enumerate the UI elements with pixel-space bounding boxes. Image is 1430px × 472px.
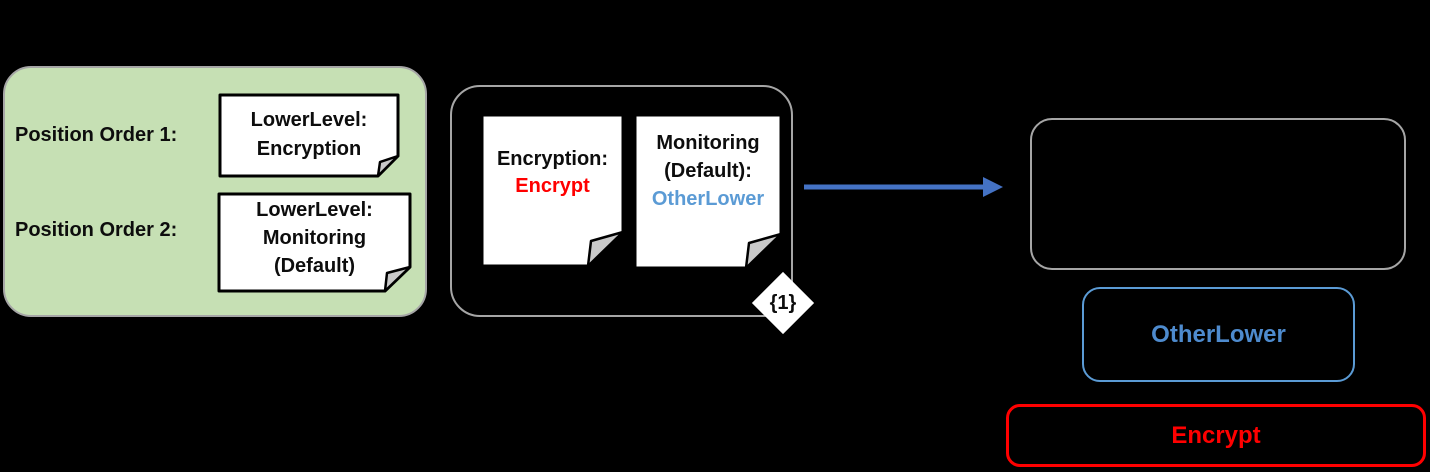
- result-placeholder-box: [1030, 118, 1406, 270]
- note-lowerlevel-monitoring: LowerLevel: Monitoring (Default): [217, 192, 412, 293]
- note-line: LowerLevel:: [250, 109, 368, 131]
- otherlower-result-label: OtherLower: [1151, 320, 1286, 348]
- folded-note-shape: [218, 93, 400, 178]
- position-order-2-label: Position Order 2:: [15, 219, 178, 241]
- note-title: Encryption:: [496, 148, 609, 170]
- note-title: Monitoring: [656, 132, 760, 154]
- otherlower-result-box: OtherLower: [1082, 287, 1355, 382]
- position-order-1-label: Position Order 1:: [15, 124, 178, 146]
- note-encryption-encrypt: Encryption: Encrypt: [480, 113, 625, 268]
- cardinality-badge-label: {1}: [769, 292, 797, 314]
- note-value-otherlower: OtherLower: [651, 188, 765, 210]
- note-line: (Default): [273, 255, 356, 277]
- encrypt-result-box: Encrypt: [1006, 404, 1426, 467]
- note-value-encrypt: Encrypt: [515, 175, 590, 197]
- folded-note-shape: [633, 113, 783, 270]
- note-line: Monitoring: [262, 227, 367, 249]
- folded-note-shape: [480, 113, 625, 268]
- note-lowerlevel-encryption: LowerLevel: Encryption: [218, 93, 400, 178]
- flow-arrow: [804, 177, 1003, 197]
- note-line: Encryption: [256, 138, 362, 160]
- folded-note-shape: [217, 192, 412, 293]
- encrypt-result-label: Encrypt: [1171, 421, 1261, 449]
- note-monitoring-otherlower: Monitoring (Default): OtherLower: [633, 113, 783, 270]
- note-title: (Default):: [664, 160, 752, 182]
- note-line: LowerLevel:: [256, 199, 373, 221]
